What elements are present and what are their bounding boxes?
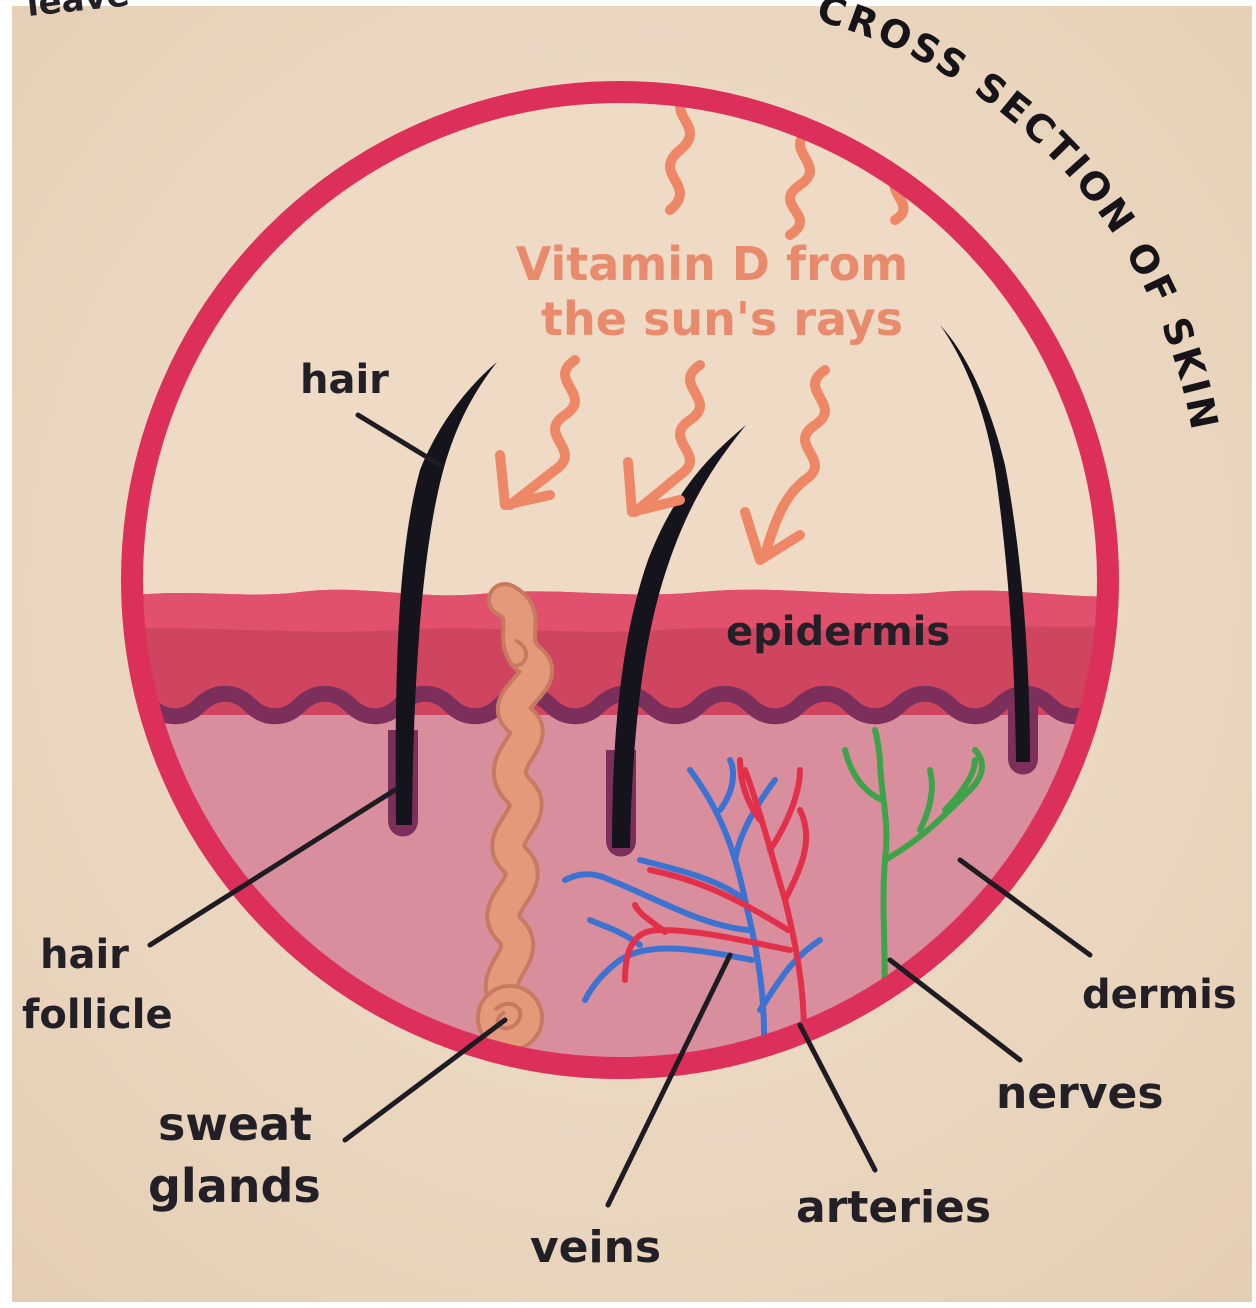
label-epidermis: epidermis — [726, 609, 950, 655]
label-hair: hair — [300, 357, 389, 403]
label-hair-follicle-line1: hair — [40, 932, 129, 978]
sun-caption-line2: the sun's rays — [541, 292, 903, 346]
label-veins: veins — [530, 1222, 661, 1273]
label-arteries: arteries — [796, 1182, 991, 1233]
sun-caption-line1: Vitamin D from — [516, 237, 908, 291]
label-hair-follicle-line2: follicle — [22, 992, 173, 1038]
label-sweat-glands-line2: glands — [148, 1159, 321, 1213]
label-nerves: nerves — [996, 1068, 1164, 1119]
label-dermis: dermis — [1082, 972, 1237, 1018]
epidermis-top-highlight — [100, 590, 1140, 632]
label-sweat-glands-line1: sweat — [158, 1097, 312, 1151]
